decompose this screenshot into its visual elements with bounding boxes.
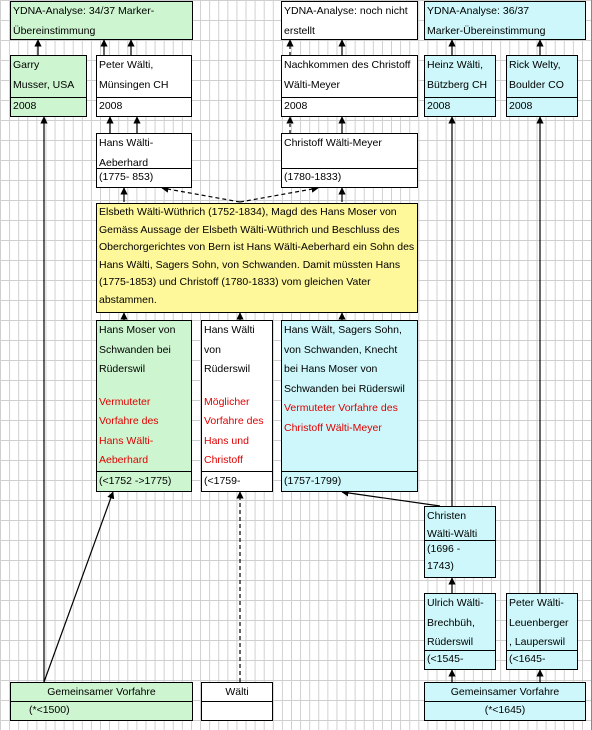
gemein-right-box: Gemeinsamer Vorfahre (*<1645)	[424, 682, 586, 721]
hans-moser-box: Hans Moser von Schwanden bei Rüderswil V…	[96, 320, 192, 492]
hans-moser-note: Vermuteter Vorfahre des Hans Wälti- Aebe…	[99, 395, 159, 467]
peter-muensingen-text: Peter Wälti, Münsingen CH	[99, 59, 169, 91]
hans-aeberhard-box: Hans Wälti- Aeberhard (1775- 853)	[96, 133, 192, 188]
hans-ruederswil-text: Hans Wälti von Rüderswil	[204, 324, 255, 375]
heinz-box: Heinz Wälti, Bützberg CH 2008	[424, 55, 496, 117]
hans-ruederswil-years: (<1759-	[202, 471, 272, 491]
heinz-text: Heinz Wälti, Bützberg CH	[427, 59, 488, 91]
nachkommen-text: Nachkommen des Christoff Wälti-Meyer	[284, 59, 411, 91]
heinz-year: 2008	[425, 97, 495, 116]
hans-sager-box: Hans Wält, Sagers Sohn, von Schwanden, K…	[281, 320, 418, 492]
nachkommen-year: 2008	[282, 97, 417, 116]
peter-muensingen-box: Peter Wälti, Münsingen CH 2008	[96, 55, 192, 117]
garry-text: Garry Musser, USA	[13, 59, 75, 91]
gemein-left-years: (*<1500)	[11, 701, 192, 720]
christen-box: Christen Wälti-Wälti (1696 - 1743)	[424, 506, 496, 578]
christen-text: Christen Wälti-Wälti	[427, 510, 478, 540]
line-gemein-moser	[43, 491, 115, 683]
waelti-text: Wälti	[225, 686, 249, 698]
waelti-box: Wälti	[201, 682, 273, 721]
gemein-right-years: (*<1645)	[425, 701, 585, 720]
hans-ruederswil-note: Möglicher Vorfahre des Hans und Christof…	[204, 395, 264, 467]
christoff-years: (1780-1833)	[282, 168, 417, 187]
hans-sager-note: Vermuteter Vorfahre des Christoff Wälti-…	[284, 402, 398, 434]
ydna-left-box: YDNA-Analyse: 34/37 Marker- Übereinstimm…	[10, 1, 193, 40]
ulrich-text: Ulrich Wälti- Brechbüh, Rüderswil	[427, 597, 484, 648]
peter-leuen-years: (<1645-	[507, 650, 577, 669]
peter-leuen-text: Peter Wälti- Leuenberger , Lauperswil	[509, 597, 569, 648]
garry-year: 2008	[11, 97, 86, 116]
hans-moser-years: (<1752 ->1775)	[97, 471, 191, 491]
rick-text: Rick Welty, Boulder CO	[509, 59, 564, 91]
christen-years: (1696 - 1743)	[425, 540, 495, 577]
ulrich-box: Ulrich Wälti- Brechbüh, Rüderswil (<1545…	[424, 593, 496, 670]
rick-year: 2008	[507, 97, 577, 116]
hans-sager-text: Hans Wält, Sagers Sohn, von Schwanden, K…	[284, 324, 405, 395]
hans-aeberhard-years: (1775- 853)	[97, 168, 191, 187]
gemein-right-text: Gemeinsamer Vorfahre	[450, 686, 560, 698]
peter-leuen-box: Peter Wälti- Leuenberger , Lauperswil (<…	[506, 593, 578, 670]
peter-muensingen-year: 2008	[97, 97, 191, 116]
hans-moser-text: Hans Moser von Schwanden bei Rüderswil	[99, 324, 176, 375]
ydna-mid-text: YDNA-Analyse: noch nicht erstellt	[284, 5, 408, 37]
line-elsbeth-dash-aeberhard	[161, 185, 241, 203]
hans-aeberhard-text: Hans Wälti- Aeberhard	[99, 137, 154, 169]
gemein-left-box: Gemeinsamer Vorfahre (*<1500)	[10, 682, 193, 721]
christoff-box: Christoff Wälti-Meyer (1780-1833)	[281, 133, 418, 188]
ydna-mid-box: YDNA-Analyse: noch nicht erstellt	[281, 1, 418, 40]
gemein-left-text: Gemeinsamer Vorfahre	[47, 686, 156, 698]
christoff-text: Christoff Wälti-Meyer	[284, 137, 382, 149]
waelti-empty	[202, 701, 272, 720]
nachkommen-box: Nachkommen des Christoff Wälti-Meyer 200…	[281, 55, 418, 117]
hans-ruederswil-box: Hans Wälti von Rüderswil Möglicher Vorfa…	[201, 320, 273, 492]
elsbeth-box: Elsbeth Wälti-Wüthrich (1752-1834), Magd…	[96, 203, 418, 313]
elsbeth-text: Elsbeth Wälti-Wüthrich (1752-1834), Magd…	[99, 206, 415, 306]
garry-box: Garry Musser, USA 2008	[10, 55, 87, 117]
ydna-left-text: YDNA-Analyse: 34/37 Marker- Übereinstimm…	[13, 5, 155, 37]
ydna-right-box: YDNA-Analyse: 36/37 Marker-Übereinstimmu…	[424, 1, 586, 40]
ulrich-years: (<1545-	[425, 650, 495, 669]
line-elsbeth-dash-christoff	[239, 185, 319, 203]
ydna-right-text: YDNA-Analyse: 36/37 Marker-Übereinstimmu…	[427, 5, 546, 37]
hans-sager-years: (1757-1799)	[282, 471, 417, 491]
rick-box: Rick Welty, Boulder CO 2008	[506, 55, 578, 117]
line-christen-sager	[341, 489, 441, 507]
